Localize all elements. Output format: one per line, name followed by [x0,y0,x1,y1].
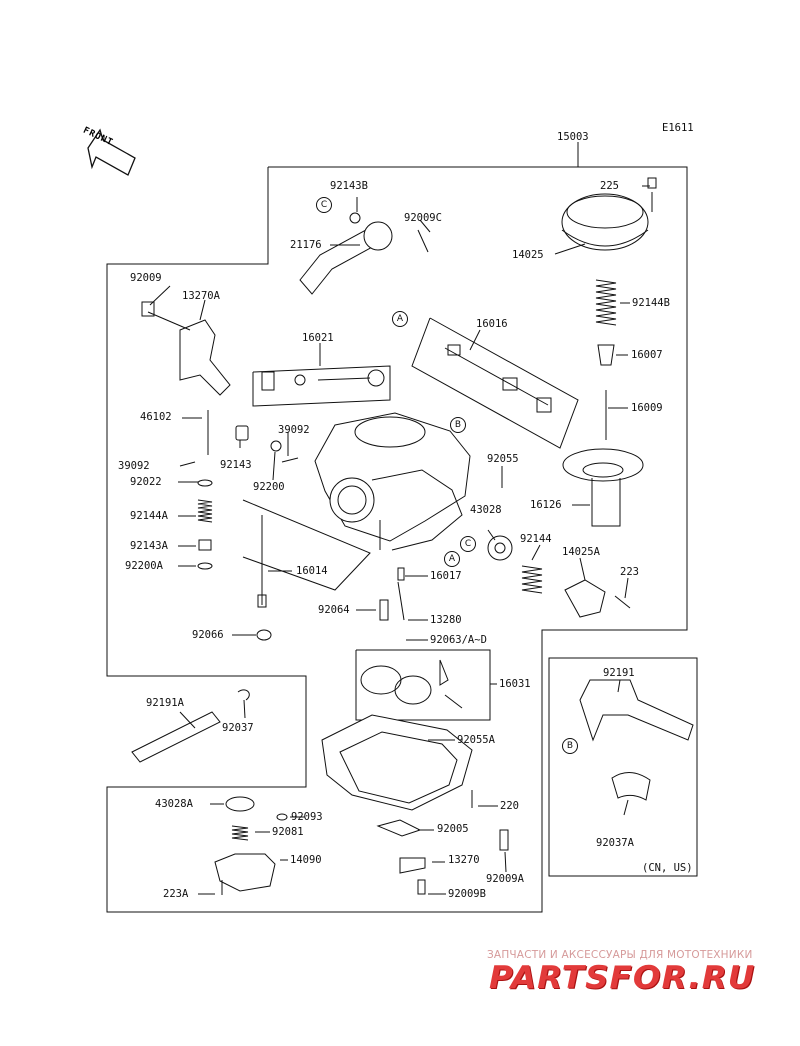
market-note: (CN, US) [642,862,693,874]
part-label: 92022 [130,476,162,488]
part-label: 92081 [272,826,304,838]
part-label: 92200 [253,481,285,493]
part-label: 21176 [290,239,322,251]
part-label: 220 [500,800,519,812]
watermark-logo: PARTSFOR.RU [489,960,756,996]
part-label: 13270 [448,854,480,866]
part-label: 16014 [296,565,328,577]
part-label: 92191A [146,697,184,709]
part-label: 92009A [486,873,524,885]
part-label: 43028 [470,504,502,516]
part-label: 92005 [437,823,469,835]
part-label: 16031 [499,678,531,690]
part-label: 92143 [220,459,252,471]
part-label: 16126 [530,499,562,511]
diagram-code: E1611 [662,122,694,134]
part-label: 39092 [118,460,150,472]
part-label: 39092 [278,424,310,436]
part-label: 46102 [140,411,172,423]
ref-marker: A [392,311,408,327]
front-arrow [87,128,136,176]
part-label: 16009 [631,402,663,414]
part-label: 92055 [487,453,519,465]
part-label: 43028A [155,798,193,810]
part-label: 92055A [457,734,495,746]
cn-us-box [548,657,698,877]
part-label: 92037 [222,722,254,734]
ref-marker: C [460,536,476,552]
part-label: 92063/A~D [430,634,487,646]
part-label: 13270A [182,290,220,302]
part-label: 16007 [631,349,663,361]
part-label: 92009C [404,212,442,224]
part-label: 92009B [448,888,486,900]
part-label: 14025A [562,546,600,558]
part-label: 225 [600,180,619,192]
part-label: 92064 [318,604,350,616]
part-label: 14025 [512,249,544,261]
part-label: 92143A [130,540,168,552]
ref-marker: B [450,417,466,433]
ref-marker: C [316,197,332,213]
part-label: 223A [163,888,189,900]
watermark-tagline: ЗАПЧАСТИ И АКСЕССУАРЫ ДЛЯ МОТОТЕХНИКИ [487,949,753,961]
main-border [106,166,688,913]
part-label: 92093 [291,811,323,823]
ref-marker: A [444,551,460,567]
part-label: 92009 [130,272,162,284]
part-label: 16016 [476,318,508,330]
part-label: 92143B [330,180,368,192]
part-label: 92144 [520,533,552,545]
part-label: 92144A [130,510,168,522]
part-label: 92037A [596,837,634,849]
part-label: 92191 [603,667,635,679]
part-label: 223 [620,566,639,578]
part-label: 92066 [192,629,224,641]
part-label: 15003 [557,131,589,143]
ref-marker: B [562,738,578,754]
part-label: 92200A [125,560,163,572]
part-label: 16021 [302,332,334,344]
part-label: 13280 [430,614,462,626]
part-label: 14090 [290,854,322,866]
part-label: 16017 [430,570,462,582]
part-label: 92144B [632,297,670,309]
